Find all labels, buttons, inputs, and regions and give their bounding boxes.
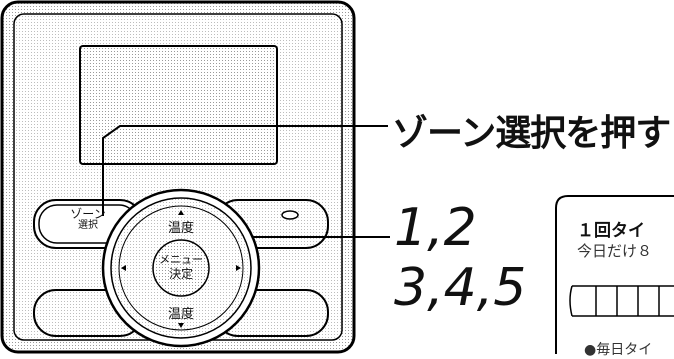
- menu-enter-button[interactable]: [152, 239, 210, 297]
- down-arrow-icon: [178, 323, 184, 328]
- timer-card-subtitle: 今日だけ８: [577, 242, 653, 260]
- temp-down-label: 温度: [167, 307, 194, 322]
- menu-enter-label: メニュー 決定: [153, 252, 209, 282]
- menu-label: メニュー: [159, 253, 203, 266]
- callout-leader-line: [102, 125, 388, 216]
- left-arrow-icon: [121, 265, 126, 271]
- timer-card-bullet: ●毎日タイ: [584, 342, 653, 358]
- zone-select-label-line2: 選択: [78, 220, 98, 231]
- up-arrow-icon: [178, 210, 184, 215]
- indicator-lamp-icon: [281, 210, 299, 220]
- zone-select-label: ゾーン 選択: [56, 208, 120, 232]
- timer-card-title: １回タイ: [577, 221, 645, 241]
- step-numbers-line1: 1,2: [394, 198, 477, 258]
- right-arrow-icon: [236, 265, 241, 271]
- direction-pad[interactable]: [101, 188, 261, 348]
- lcd-screen: [79, 45, 278, 165]
- temp-up-label: 温度: [167, 221, 194, 236]
- enter-label: 決定: [168, 267, 193, 281]
- callout-title: ゾーン選択を押す: [392, 113, 671, 154]
- zone-select-label-line1: ゾーン: [70, 207, 106, 221]
- step-numbers-line2: 3,4,5: [394, 258, 527, 318]
- timer-card: [555, 195, 674, 354]
